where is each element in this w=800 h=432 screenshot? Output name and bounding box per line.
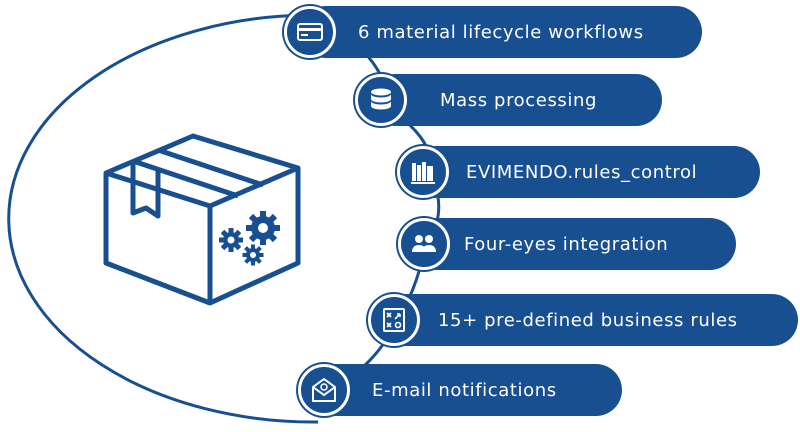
feature-pill-rules-control: EVIMENDO.rules_control xyxy=(410,146,760,198)
database-icon xyxy=(355,74,407,126)
feature-pill-business-rules: 15+ pre-defined business rules xyxy=(380,294,798,346)
strategy-board-icon xyxy=(368,294,420,346)
feature-label-workflows: 6 material lifecycle workflows xyxy=(358,21,644,43)
box-with-gears-icon xyxy=(103,133,301,306)
feature-pill-mass-processing: Mass processing xyxy=(370,74,662,126)
feature-pill-email: E-mail notifications xyxy=(310,364,622,416)
feature-label-four-eyes: Four-eyes integration xyxy=(464,233,669,255)
users-icon xyxy=(398,218,450,270)
credit-card-icon xyxy=(284,6,336,58)
feature-label-business-rules: 15+ pre-defined business rules xyxy=(438,309,738,331)
feature-label-mass-processing: Mass processing xyxy=(440,89,598,111)
feature-pill-workflows: 6 material lifecycle workflows xyxy=(300,6,702,58)
books-icon xyxy=(397,146,449,198)
feature-pill-four-eyes: Four-eyes integration xyxy=(408,218,736,270)
feature-label-rules-control: EVIMENDO.rules_control xyxy=(466,161,698,183)
feature-label-email: E-mail notifications xyxy=(372,379,557,401)
email-envelope-icon xyxy=(298,364,350,416)
